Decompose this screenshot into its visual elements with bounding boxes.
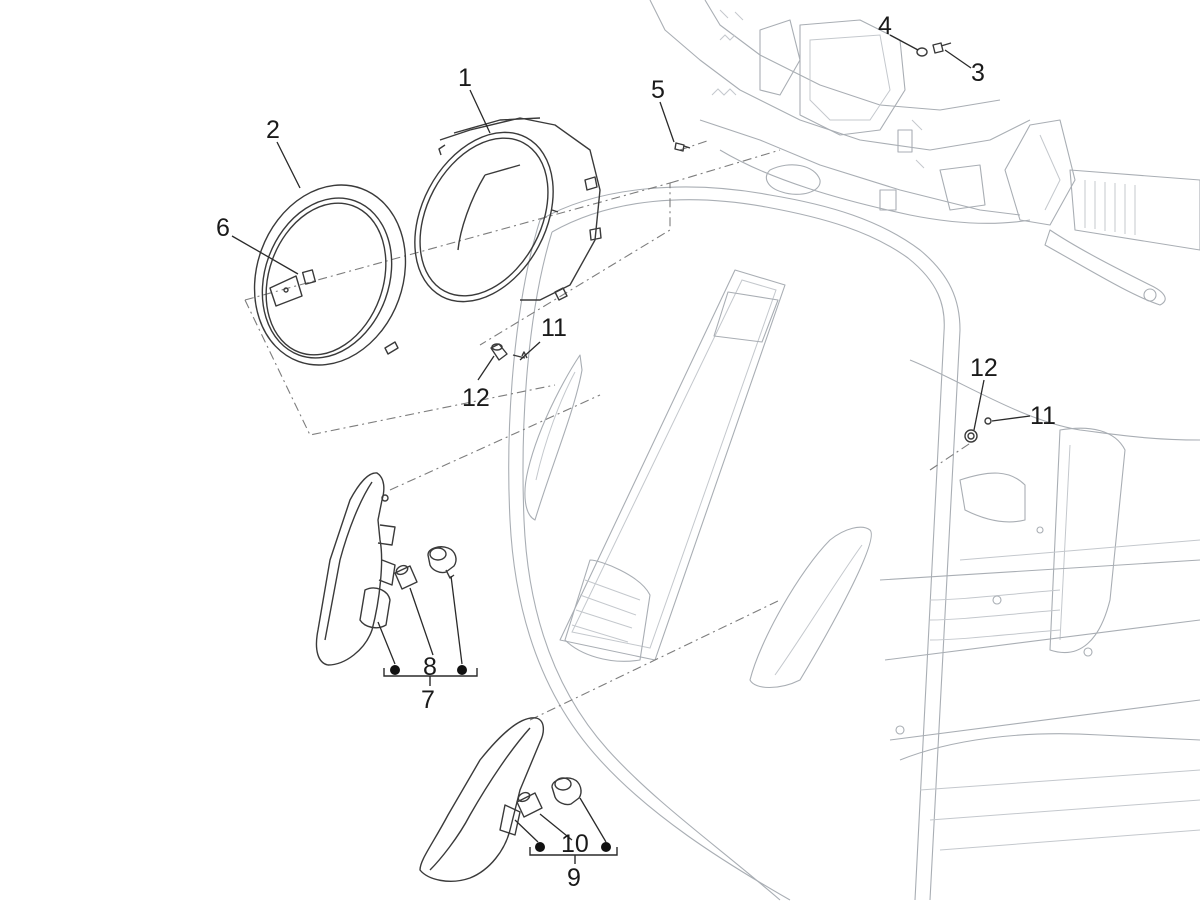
rim-bracket — [269, 269, 317, 307]
callout-7: 7 — [421, 686, 435, 714]
callout-9: 9 — [567, 864, 581, 892]
leader-lines — [244, 139, 976, 721]
callout-11-left: 11 — [541, 314, 567, 342]
callout-5: 5 — [651, 76, 665, 104]
handlebar-assembly — [649, 0, 1200, 306]
callout-10: 10 — [561, 830, 589, 858]
callout-leaders — [231, 34, 1031, 431]
hardware — [490, 42, 992, 443]
right-signal-group-bracket — [529, 842, 618, 864]
callout-2: 2 — [266, 116, 280, 144]
callout-3: 3 — [971, 59, 985, 87]
left-turn-signal — [315, 472, 463, 666]
headlight-rim — [253, 184, 407, 366]
right-turn-signal — [419, 717, 607, 882]
callout-12-right: 12 — [970, 354, 998, 382]
callout-11-right: 11 — [1030, 402, 1056, 430]
callout-1: 1 — [458, 64, 472, 92]
callout-labels: 1 2 3 4 5 6 7 8 9 10 11 12 12 11 — [216, 12, 1056, 892]
callout-6: 6 — [216, 214, 230, 242]
callout-12-left: 12 — [462, 384, 490, 412]
headlight-unit — [414, 117, 602, 303]
scooter-front-body — [508, 186, 1200, 901]
left-signal-group-bracket — [383, 665, 478, 686]
callout-8: 8 — [423, 653, 437, 681]
callout-4: 4 — [878, 12, 892, 40]
